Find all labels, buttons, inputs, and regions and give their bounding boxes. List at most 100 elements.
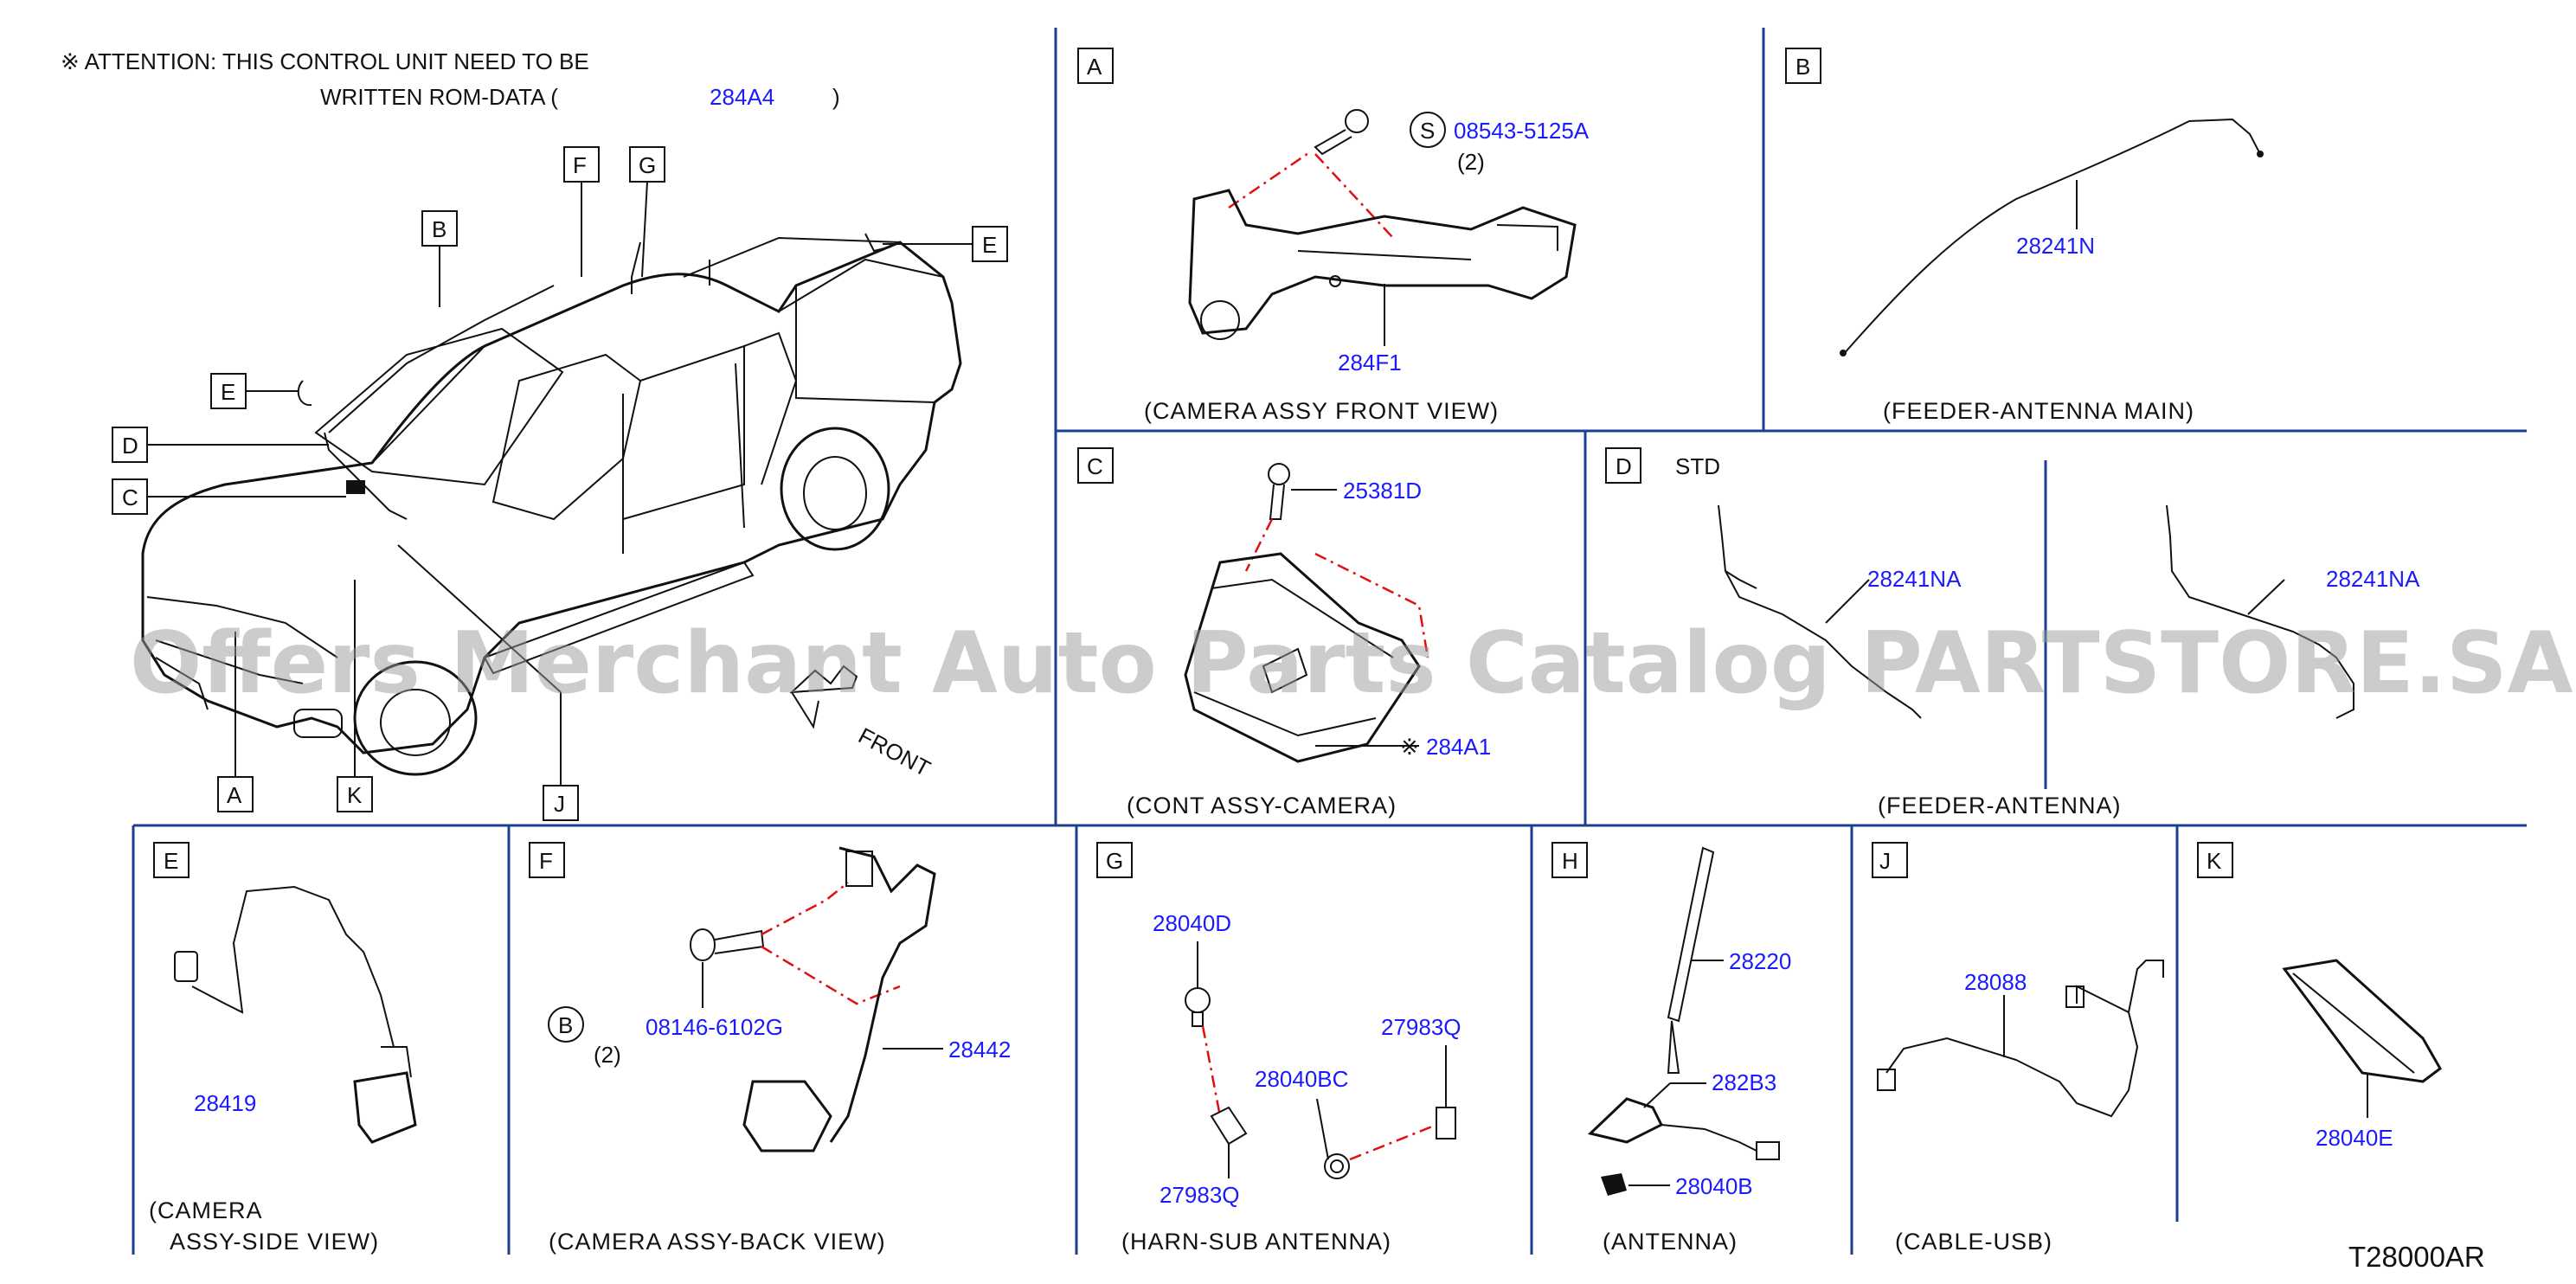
drawing-code: T28000AR: [2348, 1241, 2485, 1273]
svg-text:G: G: [639, 152, 656, 178]
callout-d[interactable]: D: [112, 427, 329, 463]
section-a: A S 08543-5125A (2) 284F1 (CAMERA ASSY F…: [1077, 48, 1590, 424]
grommet-icon: [1324, 1153, 1350, 1179]
svg-text:C: C: [122, 485, 138, 510]
part-28040b[interactable]: 28040B: [1675, 1173, 1753, 1199]
antenna-connector-icon: [1436, 1090, 1456, 1140]
section-d-letter: D: [1616, 453, 1632, 479]
rear-camera-bracket-icon: [742, 846, 936, 1152]
attention-note: ※ ATTENTION: THIS CONTROL UNIT NEED TO B…: [61, 48, 840, 110]
callout-e[interactable]: E: [210, 373, 299, 409]
callout-b[interactable]: B: [421, 210, 458, 307]
section-d-caption: (FEEDER-ANTENNA): [1878, 793, 2122, 819]
part-28040bc[interactable]: 28040BC: [1255, 1066, 1348, 1092]
callout-c[interactable]: C: [112, 478, 346, 515]
part-28040e[interactable]: 28040E: [2316, 1125, 2393, 1151]
part-284f1[interactable]: 284F1: [1338, 350, 1402, 376]
section-j: J 28088 (CABLE-USB): [1872, 842, 2164, 1255]
bolt-qty: (2): [594, 1042, 621, 1068]
svg-text:F: F: [573, 152, 587, 178]
section-c: C 25381D ※ 284A1 (CONT ASSY-CAMERA): [1077, 447, 1491, 819]
section-e: E 28419 (CAMERA ASSY-SIDE VIEW): [149, 842, 417, 1255]
section-e-caption-2: ASSY-SIDE VIEW): [170, 1229, 379, 1255]
section-g-letter: G: [1106, 848, 1123, 874]
feeder-antenna-left-cable: [1718, 504, 1922, 719]
part-28220[interactable]: 28220: [1729, 948, 1791, 974]
section-c-prefix: ※: [1400, 734, 1419, 760]
part-27983q-bottom[interactable]: 27983Q: [1160, 1182, 1240, 1208]
antenna-rod-icon: [1667, 846, 1715, 1074]
section-a-caption: (CAMERA ASSY FRONT VIEW): [1144, 398, 1499, 424]
callout-j[interactable]: J: [397, 544, 579, 821]
part-27983q-top[interactable]: 27983Q: [1381, 1014, 1461, 1040]
callout-a[interactable]: A: [217, 632, 254, 812]
front-camera-icon: [1188, 189, 1577, 340]
callout-k[interactable]: K: [337, 580, 373, 812]
section-k-letter: K: [2207, 848, 2222, 874]
part-28088[interactable]: 28088: [1964, 969, 2027, 995]
attention-line-1: ※ ATTENTION: THIS CONTROL UNIT NEED TO B…: [61, 48, 589, 74]
section-g: G 28040D 27983Q 28040BC 27983Q (HARN-SUB…: [1096, 842, 1461, 1255]
screw-icon: [1268, 463, 1290, 520]
part-28040d[interactable]: 28040D: [1153, 910, 1231, 936]
callout-h[interactable]: G: [629, 146, 665, 278]
nut-icon: [1601, 1173, 1627, 1196]
section-b: B 28241N (FEEDER-ANTENNA MAIN): [1785, 48, 2264, 424]
svg-text:E: E: [221, 379, 235, 405]
front-label: FRONT: [854, 722, 935, 782]
part-284a1[interactable]: 284A1: [1426, 734, 1491, 760]
section-h-caption: (ANTENNA): [1603, 1229, 1738, 1255]
main-feeder-antenna-cable: [1842, 118, 2261, 356]
part-08543-5125a[interactable]: 08543-5125A: [1454, 118, 1590, 144]
side-camera-icon: [353, 1046, 417, 1144]
section-f-letter: F: [539, 848, 553, 874]
usb-port-cover-icon: [2282, 959, 2442, 1083]
vehicle-callouts: B F G E E D C: [112, 146, 1008, 821]
feeder-antenna-right-cable: [2166, 504, 2354, 719]
section-f: F B (2) 08146-6102G 28442 (CAMERA ASSY-B…: [529, 842, 1011, 1255]
bolt-symbol: B: [558, 1012, 573, 1038]
svg-text:K: K: [347, 782, 363, 808]
part-28419[interactable]: 28419: [194, 1090, 256, 1116]
part-282b3[interactable]: 282B3: [1712, 1069, 1776, 1095]
clip-icon: [1185, 987, 1211, 1027]
section-e-letter: E: [164, 848, 178, 874]
screw-qty: (2): [1457, 149, 1485, 175]
side-camera-cable: [191, 885, 395, 1048]
svg-text:E: E: [982, 232, 997, 258]
section-d: D STD 28241NA 28241NA (FEEDER-ANTENNA): [1605, 447, 2420, 819]
section-e-caption-1: (CAMERA: [149, 1197, 263, 1223]
vehicle-drawing: [141, 233, 962, 776]
section-c-caption: (CONT ASSY-CAMERA): [1127, 793, 1397, 819]
panel-grid: [132, 28, 2527, 1255]
part-25381d[interactable]: 25381D: [1343, 478, 1422, 504]
attention-line-2: WRITTEN ROM-DATA (: [320, 84, 558, 110]
section-a-label-box: [1077, 48, 1114, 84]
callout-f[interactable]: E: [883, 226, 1008, 262]
section-h: H 28220 282B3 28040B (ANTENNA): [1551, 842, 1791, 1255]
svg-text:A: A: [227, 782, 242, 808]
part-28241na-right[interactable]: 28241NA: [2326, 566, 2420, 592]
part-28241n[interactable]: 28241N: [2016, 233, 2095, 259]
section-f-caption: (CAMERA ASSY-BACK VIEW): [549, 1229, 886, 1255]
section-c-letter: C: [1087, 453, 1103, 479]
part-28241na-left[interactable]: 28241NA: [1867, 566, 1962, 592]
connector-icon: [1210, 1106, 1248, 1146]
screw-symbol: S: [1420, 118, 1435, 144]
part-08146-6102g[interactable]: 08146-6102G: [646, 1014, 783, 1040]
section-j-letter: J: [1879, 848, 1891, 874]
front-arrow-icon: [789, 664, 858, 729]
section-b-letter: B: [1795, 54, 1810, 80]
screw-symbol-circle: [1410, 112, 1446, 148]
usb-cable: [1885, 985, 2139, 1118]
section-h-letter: H: [1562, 848, 1578, 874]
callout-g[interactable]: F: [563, 146, 600, 277]
svg-text:J: J: [554, 791, 565, 817]
part-28442[interactable]: 28442: [948, 1037, 1011, 1063]
section-j-caption: (CABLE-USB): [1895, 1229, 2052, 1255]
section-a-letter: A: [1087, 54, 1102, 80]
attention-part-number[interactable]: 284A4: [710, 84, 774, 110]
screw-icon: [1314, 109, 1369, 156]
svg-text:B: B: [432, 216, 446, 242]
